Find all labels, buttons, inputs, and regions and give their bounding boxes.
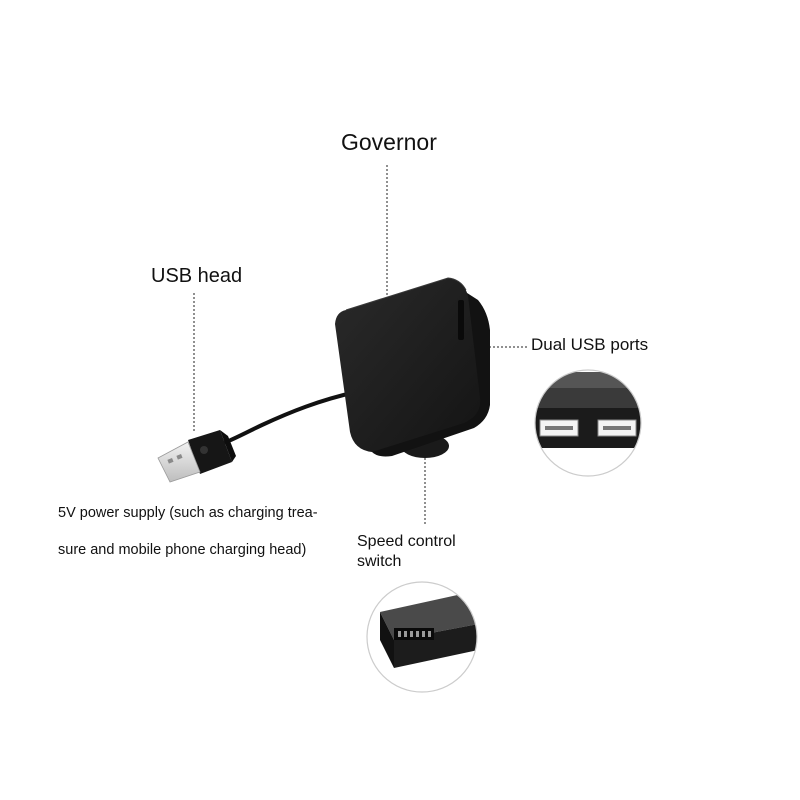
governor-device: [335, 277, 481, 452]
power-supply-label-line2: sure and mobile phone charging head): [58, 542, 307, 558]
governor-label: Governor: [341, 129, 437, 155]
speed-switch-callout: [366, 581, 478, 693]
power-supply-label-line1: 5V power supply (such as charging trea-: [58, 505, 318, 521]
dual-usb-ports-label: Dual USB ports: [531, 335, 649, 354]
usb-port-indicator: [458, 300, 464, 340]
dual-usb-ports-callout: [534, 369, 642, 477]
usb-port-icon: [539, 419, 579, 437]
speed-control-label-line2: switch: [357, 553, 402, 570]
usb-port-icon: [597, 419, 637, 437]
usb-head-label: USB head: [151, 265, 243, 287]
usb-plug-icon: [157, 430, 236, 483]
speed-control-label-line1: Speed control: [357, 533, 456, 550]
thumbwheel-icon: [394, 628, 434, 640]
speed-control-switch-label: Speed control switch: [357, 532, 456, 572]
usb-cable: [224, 390, 358, 444]
